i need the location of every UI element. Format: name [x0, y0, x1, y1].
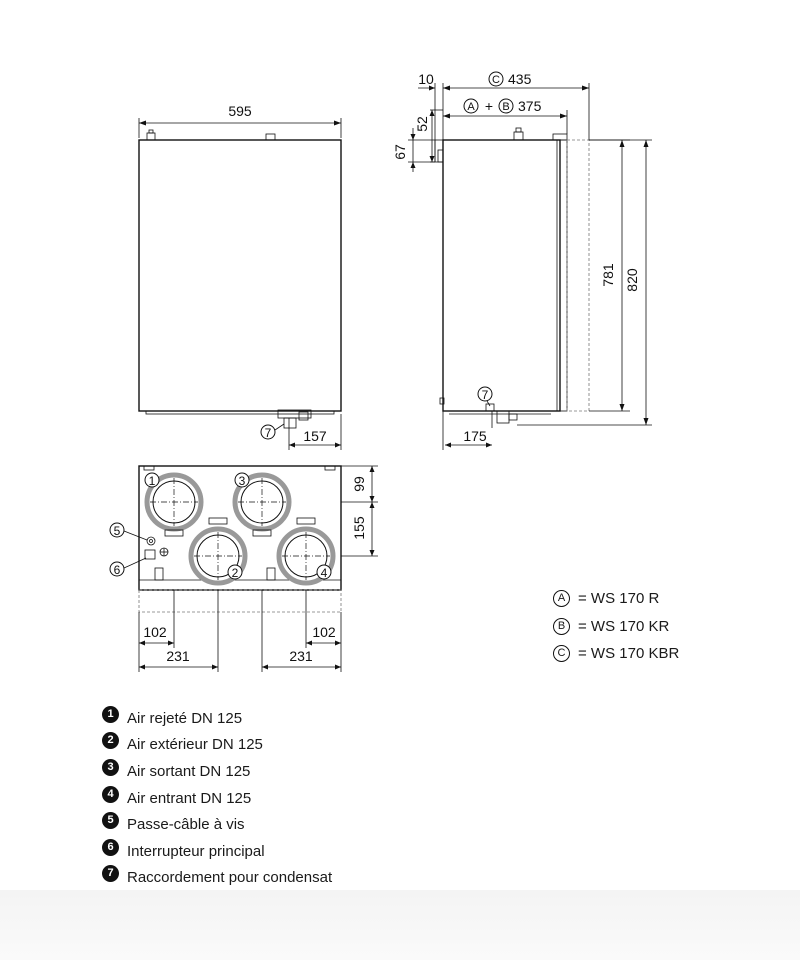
- variant-row: A = WS 170 R: [553, 585, 679, 613]
- dim-102-left: 102: [143, 624, 167, 640]
- dim-52: 52: [414, 116, 430, 132]
- bottom-view: 1 3 2 4 5 6 99 155 102: [109, 465, 378, 672]
- legend-label: Passe-câble à vis: [127, 816, 245, 834]
- legend-list: 1 Air rejeté DN 125 2 Air extérieur DN 125…: [102, 705, 332, 891]
- dim-67: 67: [392, 144, 408, 160]
- variant-text: = WS 170 KBR: [578, 645, 680, 663]
- legend-item: 1 Air rejeté DN 125: [102, 705, 332, 732]
- legend-label: Air entrant DN 125: [127, 789, 252, 807]
- side-view: 7 10 C 435 A + B 375 52: [392, 71, 652, 450]
- legend-item: 3 Air sortant DN 125: [102, 758, 332, 785]
- callout-7-front: 7: [265, 426, 272, 440]
- variant-row: C = WS 170 KBR: [553, 640, 679, 668]
- dim-99: 99: [351, 476, 367, 492]
- legend-item: 6 Interrupteur principal: [102, 838, 332, 865]
- legend-item: 7 Raccordement pour condensat: [102, 865, 332, 892]
- legend-label: Air extérieur DN 125: [127, 736, 263, 754]
- callout-5: 5: [114, 524, 121, 538]
- variant-letter: B: [553, 617, 570, 635]
- variant-key: A = WS 170 R B = WS 170 KR C = WS 170 KB…: [553, 585, 679, 668]
- dim-231-right: 231: [289, 648, 313, 664]
- callout-4: 4: [321, 566, 328, 580]
- variant-letter: C: [553, 645, 570, 663]
- variant-text: = WS 170 KR: [578, 617, 670, 635]
- dim-102-right: 102: [312, 624, 336, 640]
- variant-letter: A: [553, 590, 570, 608]
- dim-b-letter: B: [502, 101, 509, 113]
- dim-height-820: 820: [624, 268, 640, 292]
- dim-offset-175: 175: [463, 428, 487, 444]
- legend-number: 3: [102, 758, 119, 776]
- dim-c-letter: C: [492, 74, 500, 86]
- legend-number: 6: [102, 838, 119, 856]
- legend-number: 2: [102, 732, 119, 750]
- callout-7-side: 7: [482, 388, 489, 402]
- dim-a-letter: A: [467, 101, 475, 113]
- legend-number: 4: [102, 785, 119, 803]
- callout-2: 2: [232, 566, 239, 580]
- dim-gap-10: 10: [418, 71, 434, 87]
- legend-number: 1: [102, 705, 119, 723]
- dim-depth-375: 375: [518, 98, 542, 114]
- legend-item: 5 Passe-câble à vis: [102, 811, 332, 838]
- dim-width-595: 595: [228, 103, 252, 119]
- callout-3: 3: [239, 474, 246, 488]
- legend-number: 5: [102, 812, 119, 830]
- legend-label: Air sortant DN 125: [127, 762, 251, 780]
- page-bottom-fade: [0, 890, 800, 960]
- variant-row: B = WS 170 KR: [553, 613, 679, 641]
- callout-6: 6: [114, 563, 121, 577]
- dim-height-781: 781: [600, 263, 616, 287]
- dim-plus-sign: +: [485, 98, 493, 114]
- dim-231-left: 231: [166, 648, 190, 664]
- legend-item: 4 Air entrant DN 125: [102, 785, 332, 812]
- variant-text: = WS 170 R: [578, 590, 660, 608]
- dim-155: 155: [351, 516, 367, 540]
- legend-label: Raccordement pour condensat: [127, 869, 333, 887]
- legend-label: Interrupteur principal: [127, 842, 265, 860]
- callout-1: 1: [149, 474, 156, 488]
- legend-item: 2 Air extérieur DN 125: [102, 732, 332, 759]
- legend-number: 7: [102, 865, 119, 883]
- dim-depth-435: 435: [508, 71, 532, 87]
- front-view: 595 157 7: [138, 103, 342, 450]
- legend-label: Air rejeté DN 125: [127, 709, 243, 727]
- dim-offset-157: 157: [303, 428, 327, 444]
